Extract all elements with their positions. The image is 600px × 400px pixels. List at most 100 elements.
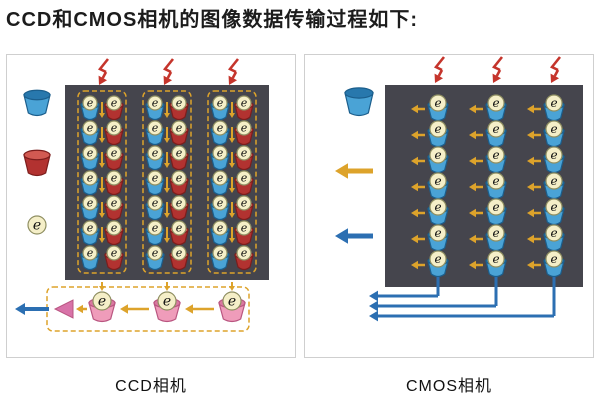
legend-blue-bucket-icon bbox=[344, 87, 374, 117]
electron-icon: e bbox=[147, 170, 163, 186]
svg-text:e: e bbox=[176, 122, 183, 135]
pixel-readout-arrow bbox=[411, 182, 425, 192]
electron-icon: e bbox=[236, 195, 252, 211]
pixel-readout-arrow bbox=[469, 130, 483, 140]
electron-icon: e bbox=[27, 215, 47, 235]
electron-icon: e bbox=[157, 291, 177, 311]
svg-text:e: e bbox=[87, 247, 94, 260]
svg-text:e: e bbox=[492, 148, 499, 162]
svg-text:e: e bbox=[217, 97, 224, 110]
electron-icon: e bbox=[545, 198, 563, 216]
svg-text:e: e bbox=[98, 294, 106, 310]
pixel-readout-arrow bbox=[469, 182, 483, 192]
electron-icon: e bbox=[487, 172, 505, 190]
light-bolt-head bbox=[228, 71, 238, 85]
light-bolt-icon bbox=[97, 58, 110, 74]
svg-text:e: e bbox=[87, 122, 94, 135]
electron-icon: e bbox=[429, 224, 447, 242]
electron-icon: e bbox=[487, 224, 505, 242]
electron-icon: e bbox=[171, 145, 187, 161]
svg-text:e: e bbox=[241, 247, 248, 260]
legend-blue-bucket-icon bbox=[23, 89, 51, 117]
svg-text:e: e bbox=[241, 172, 248, 185]
pixel-readout-arrow bbox=[411, 156, 425, 166]
charge-shift-down-arrow bbox=[99, 152, 105, 168]
electron-icon: e bbox=[147, 145, 163, 161]
charge-shift-down-arrow bbox=[164, 227, 170, 243]
light-bolt-icon bbox=[491, 56, 504, 72]
pixel-readout-arrow bbox=[527, 234, 541, 244]
svg-text:e: e bbox=[241, 122, 248, 135]
electron-icon: e bbox=[212, 195, 228, 211]
amplifier-icon bbox=[53, 299, 74, 319]
svg-text:e: e bbox=[434, 96, 441, 110]
svg-text:e: e bbox=[434, 122, 441, 136]
charge-shift-down-arrow bbox=[229, 227, 235, 243]
svg-text:e: e bbox=[228, 294, 236, 310]
light-bolt-icon bbox=[549, 56, 562, 72]
svg-text:e: e bbox=[152, 122, 159, 135]
figure-title: CCD和CMOS相机的图像数据传输过程如下: bbox=[6, 9, 418, 31]
electron-icon: e bbox=[106, 95, 122, 111]
pixel-readout-arrow bbox=[527, 182, 541, 192]
electron-icon: e bbox=[212, 170, 228, 186]
svg-text:e: e bbox=[176, 197, 183, 210]
electron-icon: e bbox=[171, 120, 187, 136]
charge-shift-down-arrow bbox=[229, 127, 235, 143]
column-bus-output-arrow bbox=[369, 290, 438, 302]
svg-text:e: e bbox=[492, 174, 499, 188]
electron-icon: e bbox=[429, 146, 447, 164]
pixel-readout-arrow bbox=[469, 208, 483, 218]
pixel-readout-arrow bbox=[469, 260, 483, 270]
electron-icon: e bbox=[171, 95, 187, 111]
pixel-readout-arrow bbox=[527, 130, 541, 140]
electron-icon: e bbox=[222, 291, 242, 311]
pixel-readout-arrow bbox=[527, 104, 541, 114]
pixel-readout-arrow bbox=[527, 156, 541, 166]
svg-text:e: e bbox=[434, 252, 441, 266]
electron-icon: e bbox=[147, 120, 163, 136]
pixel-readout-arrow bbox=[411, 260, 425, 270]
svg-text:e: e bbox=[241, 147, 248, 160]
vertical-shift-register-box bbox=[142, 90, 192, 274]
register-shift-left-arrow bbox=[76, 304, 87, 314]
electron-icon: e bbox=[212, 120, 228, 136]
svg-text:e: e bbox=[111, 197, 118, 210]
charge-shift-down-arrow bbox=[99, 127, 105, 143]
pixel-readout-arrow bbox=[411, 104, 425, 114]
electron-icon: e bbox=[82, 145, 98, 161]
electron-icon: e bbox=[429, 198, 447, 216]
svg-text:e: e bbox=[87, 147, 94, 160]
electron-icon: e bbox=[236, 95, 252, 111]
electron-icon: e bbox=[429, 172, 447, 190]
electron-icon: e bbox=[487, 198, 505, 216]
electron-icon: e bbox=[487, 146, 505, 164]
svg-text:e: e bbox=[163, 294, 171, 310]
pixel-readout-arrow bbox=[411, 208, 425, 218]
svg-text:e: e bbox=[492, 200, 499, 214]
electron-icon: e bbox=[106, 245, 122, 261]
electron-icon: e bbox=[82, 245, 98, 261]
svg-text:e: e bbox=[217, 197, 224, 210]
electron-icon: e bbox=[171, 195, 187, 211]
electron-icon: e bbox=[82, 170, 98, 186]
electron-icon: e bbox=[545, 250, 563, 268]
svg-text:e: e bbox=[550, 174, 557, 188]
charge-shift-down-arrow bbox=[229, 202, 235, 218]
light-bolt-head bbox=[434, 69, 444, 83]
charge-shift-down-arrow bbox=[99, 102, 105, 118]
electron-icon: e bbox=[212, 95, 228, 111]
svg-text:e: e bbox=[176, 247, 183, 260]
svg-text:e: e bbox=[111, 247, 118, 260]
electron-icon: e bbox=[82, 120, 98, 136]
electron-icon: e bbox=[147, 195, 163, 211]
svg-text:e: e bbox=[241, 97, 248, 110]
column-bus-output-arrow bbox=[369, 300, 496, 312]
charge-shift-down-arrow bbox=[164, 202, 170, 218]
electron-icon: e bbox=[171, 170, 187, 186]
electron-icon: e bbox=[82, 95, 98, 111]
electron-icon: e bbox=[106, 170, 122, 186]
svg-text:e: e bbox=[550, 148, 557, 162]
